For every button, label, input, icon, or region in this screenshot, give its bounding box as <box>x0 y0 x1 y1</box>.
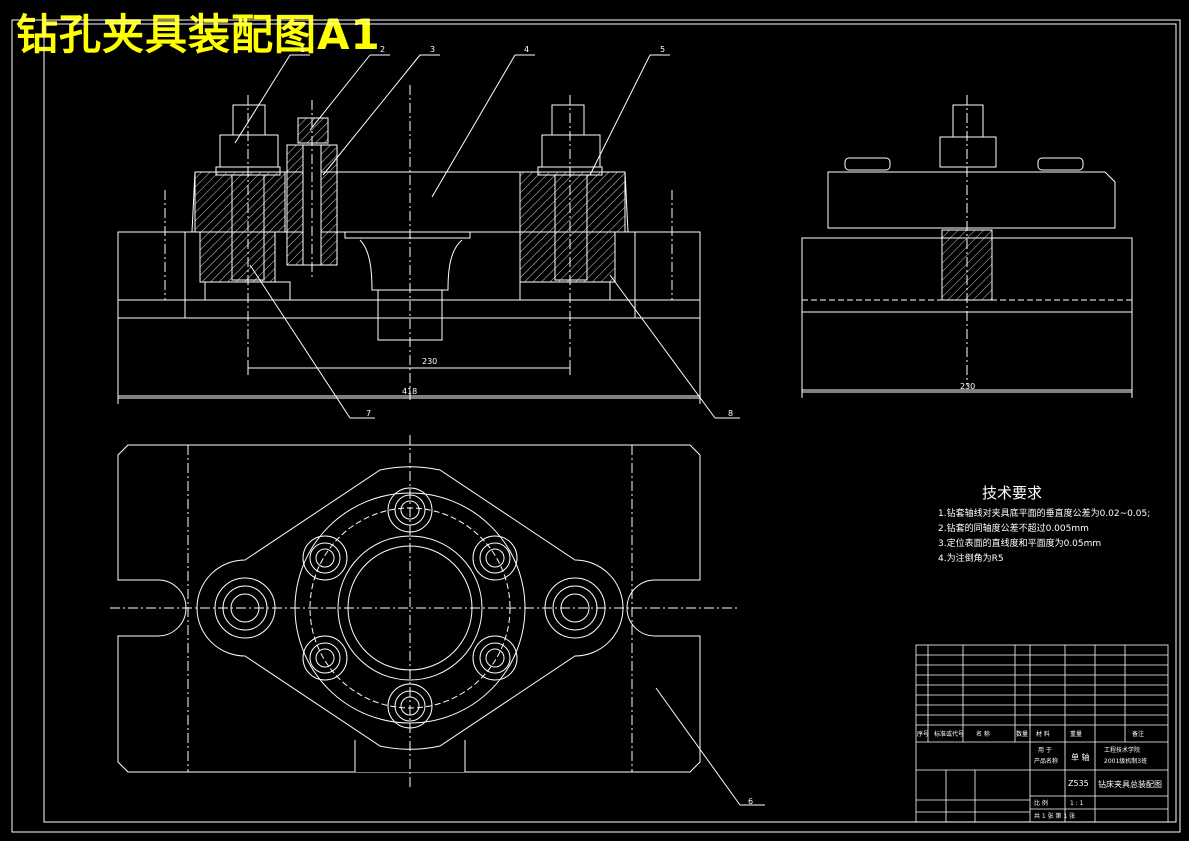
product-label: 产品名称 <box>1034 757 1058 765</box>
unit-label: 单 轴 <box>1071 752 1090 762</box>
callout-8: 8 <box>728 409 733 418</box>
tech-req-line-1: 1.钻套轴线对夹具底平面的垂直度公差为0.02~0.05; <box>938 507 1150 519</box>
callout-2: 2 <box>380 45 385 54</box>
scale-label: 比 例 <box>1034 799 1048 807</box>
col-header-std: 标准或代号 <box>934 730 964 738</box>
col-header-no: 序号 <box>917 730 929 738</box>
dim-side-width: 230 <box>960 382 975 391</box>
side-view <box>801 95 1133 398</box>
dim-front-inner: 230 <box>422 357 437 366</box>
school-line-2: 2001级机制3班 <box>1104 757 1147 765</box>
sheet-label: 共 1 张 第 1 张 <box>1034 812 1075 820</box>
front-view <box>117 54 740 419</box>
callout-7: 7 <box>366 409 371 418</box>
col-header-material: 材 料 <box>1036 730 1050 738</box>
callout-6: 6 <box>748 797 753 806</box>
callout-4: 4 <box>524 45 529 54</box>
col-header-qty: 数量 <box>1016 730 1028 738</box>
outer-frame <box>11 19 1181 833</box>
dim-front-outer: 418 <box>402 387 417 396</box>
title-block <box>915 644 1169 823</box>
tech-req-line-4: 4.为注倒角为R5 <box>938 552 1004 564</box>
drawing-name: 钻床夹具总装配图 <box>1098 779 1162 789</box>
col-header-notes: 备注 <box>1132 730 1144 738</box>
scale-value: 1 : 1 <box>1070 800 1084 807</box>
machine-code: Z535 <box>1068 779 1089 788</box>
col-header-name: 名 称 <box>976 730 990 738</box>
school-line-1: 工程技术学院 <box>1104 746 1140 754</box>
callout-5: 5 <box>660 45 665 54</box>
inner-frame <box>43 23 1177 823</box>
col-header-weight: 重量 <box>1070 730 1082 738</box>
top-view <box>110 435 765 806</box>
tech-req-heading: 技术要求 <box>982 484 1042 502</box>
callout-3: 3 <box>430 45 435 54</box>
usage-label: 用 于 <box>1038 747 1052 754</box>
tech-req-line-3: 3.定位表面的直线度和平面度为0.05mm <box>938 537 1101 549</box>
tech-req-line-2: 2.钻套的同轴度公差不超过0.005mm <box>938 522 1089 534</box>
callout-1: 1 <box>300 45 305 54</box>
